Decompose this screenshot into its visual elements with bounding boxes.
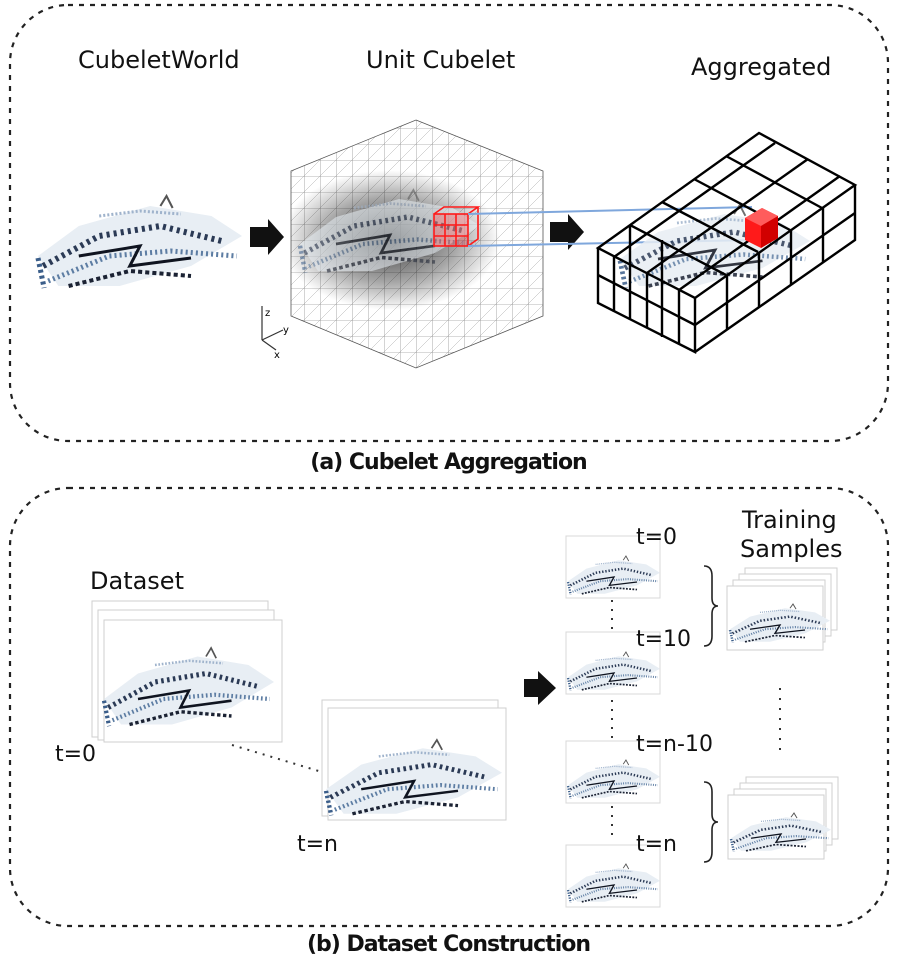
label-t0-dataset: t=0 <box>55 742 97 767</box>
dataset-frame-n <box>321 699 507 821</box>
label-unit-cubelet: Unit Cubelet <box>366 46 516 74</box>
caption-a: (a) Cubelet Aggregation <box>310 450 587 475</box>
axis-x-label: x <box>274 350 280 361</box>
frame-label: t=0 <box>636 525 678 550</box>
axis-z-label: z <box>265 308 270 319</box>
training-sample-stack <box>726 567 838 651</box>
arrow-right-icon <box>250 219 284 255</box>
dataset-stack <box>91 600 283 743</box>
cubelet-world-pointcloud <box>38 196 242 288</box>
label-cubelet-world: CubeletWorld <box>78 46 240 74</box>
aggregated-grid <box>595 131 858 354</box>
frame-label: t=10 <box>636 627 692 652</box>
panel-a-border <box>8 3 890 443</box>
axis-y-label: y <box>283 325 289 336</box>
label-dataset: Dataset <box>90 567 184 595</box>
panel-b-border <box>8 486 890 928</box>
frame-sequence <box>565 535 662 908</box>
training-sample-stack <box>727 776 839 860</box>
sequence-dots <box>231 744 323 773</box>
label-tn-dataset: t=n <box>297 832 339 857</box>
frame-label: t=n <box>636 832 678 857</box>
highlighted-cubelet <box>433 206 481 247</box>
arrow-right-icon <box>550 214 584 250</box>
label-aggregated: Aggregated <box>691 53 832 81</box>
aggregated-highlight-cube <box>745 208 778 248</box>
label-training: Training <box>742 506 837 534</box>
axes-icon <box>261 306 284 351</box>
brace-icon <box>703 565 719 863</box>
unit-cubelet-grid <box>290 119 544 369</box>
caption-b: (b) Dataset Construction <box>306 932 591 957</box>
frame-label: t=n-10 <box>636 732 713 757</box>
label-samples: Samples <box>740 535 843 563</box>
arrow-right-icon <box>524 671 556 705</box>
